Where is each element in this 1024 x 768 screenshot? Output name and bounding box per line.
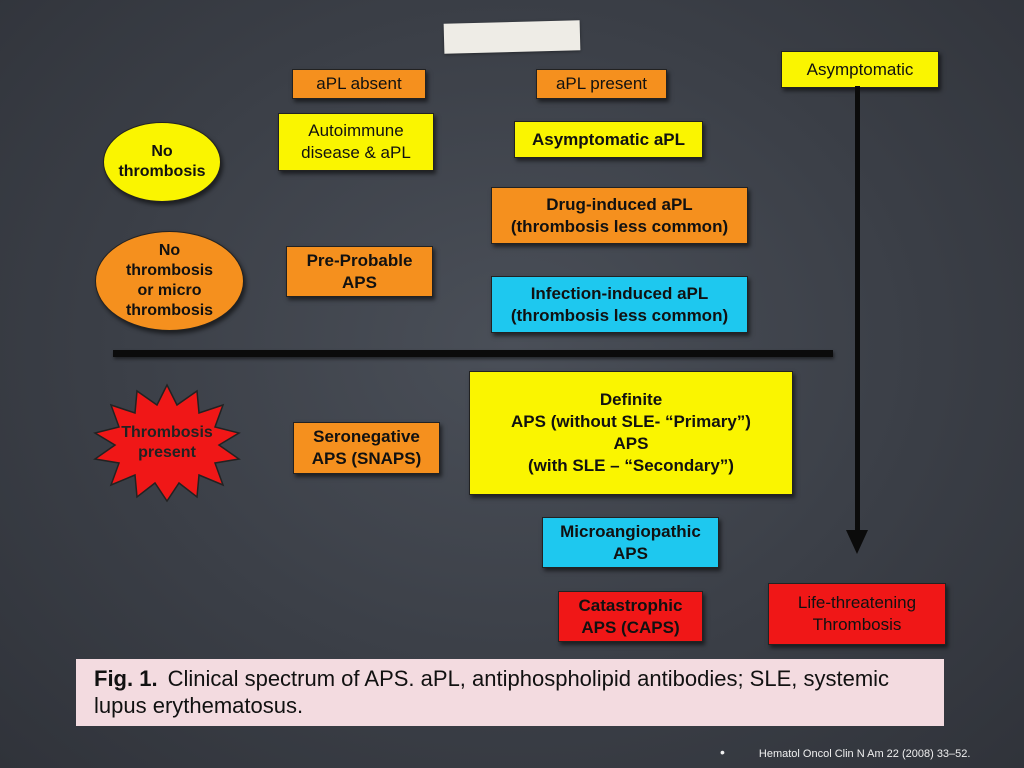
infection-induced-apl-box: Infection-induced aPL (thrombosis less c…: [491, 276, 748, 333]
asymptomatic-apl-label: Asymptomatic aPL: [531, 129, 686, 149]
microangiopathic-aps-box: Microangiopathic APS: [542, 517, 719, 568]
pre-probable-aps-label: Pre-Probable APS: [306, 250, 413, 292]
drug-induced-apl-box: Drug-induced aPL (thrombosis less common…: [491, 187, 748, 244]
figure-caption: Fig. 1.Clinical spectrum of APS. aPL, an…: [76, 659, 944, 726]
citation-bullet: •: [720, 744, 725, 760]
vertical-arrow-line: [855, 86, 860, 532]
microangiopathic-aps-label: Microangiopathic APS: [560, 521, 701, 563]
autoimmune-disease-label: Autoimmune disease & aPL: [301, 121, 411, 162]
no-thrombosis-ellipse: No thrombosis: [103, 122, 221, 202]
definite-aps-box: Definite APS (without SLE- “Primary”) AP…: [469, 371, 793, 495]
asymptomatic-label: Asymptomatic: [806, 59, 914, 79]
catastrophic-aps-box: Catastrophic APS (CAPS): [558, 591, 703, 642]
thrombosis-present-starburst: Thrombosis present: [93, 383, 241, 503]
apl-present-label: aPL present: [555, 74, 648, 93]
definite-aps-label: Definite APS (without SLE- “Primary”) AP…: [511, 390, 751, 475]
no-or-micro-thrombosis-label: No thrombosis or micro thrombosis: [125, 242, 214, 319]
pre-probable-aps-box: Pre-Probable APS: [286, 246, 433, 297]
catastrophic-aps-label: Catastrophic APS (CAPS): [578, 595, 683, 637]
asymptomatic-apl-box: Asymptomatic aPL: [514, 121, 703, 158]
citation: • Hematol Oncol Clin N Am 22 (2008) 33–52…: [720, 744, 1010, 760]
drug-induced-apl-label: Drug-induced aPL (thrombosis less common…: [510, 194, 729, 236]
life-threatening-thrombosis-box: Life-threatening Thrombosis: [768, 583, 946, 645]
apl-present-header: aPL present: [536, 69, 667, 99]
tape-decoration: [443, 20, 581, 54]
figure-number: Fig. 1.: [94, 666, 158, 691]
citation-text: Hematol Oncol Clin N Am 22 (2008) 33–52.: [758, 748, 971, 760]
seronegative-aps-label: Seronegative APS (SNAPS): [311, 427, 422, 468]
horizontal-divider: [113, 350, 833, 357]
autoimmune-disease-box: Autoimmune disease & aPL: [278, 113, 434, 171]
figure-caption-text: Clinical spectrum of APS. aPL, antiphosp…: [94, 666, 890, 718]
no-thrombosis-label: No thrombosis: [118, 143, 206, 180]
no-or-micro-thrombosis-ellipse: No thrombosis or micro thrombosis: [95, 231, 244, 331]
starburst-icon: [93, 383, 241, 503]
asymptomatic-header: Asymptomatic: [781, 51, 939, 88]
seronegative-aps-box: Seronegative APS (SNAPS): [293, 422, 440, 474]
apl-absent-label: aPL absent: [316, 74, 402, 93]
life-threatening-thrombosis-label: Life-threatening Thrombosis: [797, 593, 917, 634]
thrombosis-present-label: Thrombosis present: [121, 424, 213, 461]
apl-absent-header: aPL absent: [292, 69, 426, 99]
infection-induced-apl-label: Infection-induced aPL (thrombosis less c…: [510, 283, 729, 325]
arrow-down-icon: [846, 530, 868, 554]
